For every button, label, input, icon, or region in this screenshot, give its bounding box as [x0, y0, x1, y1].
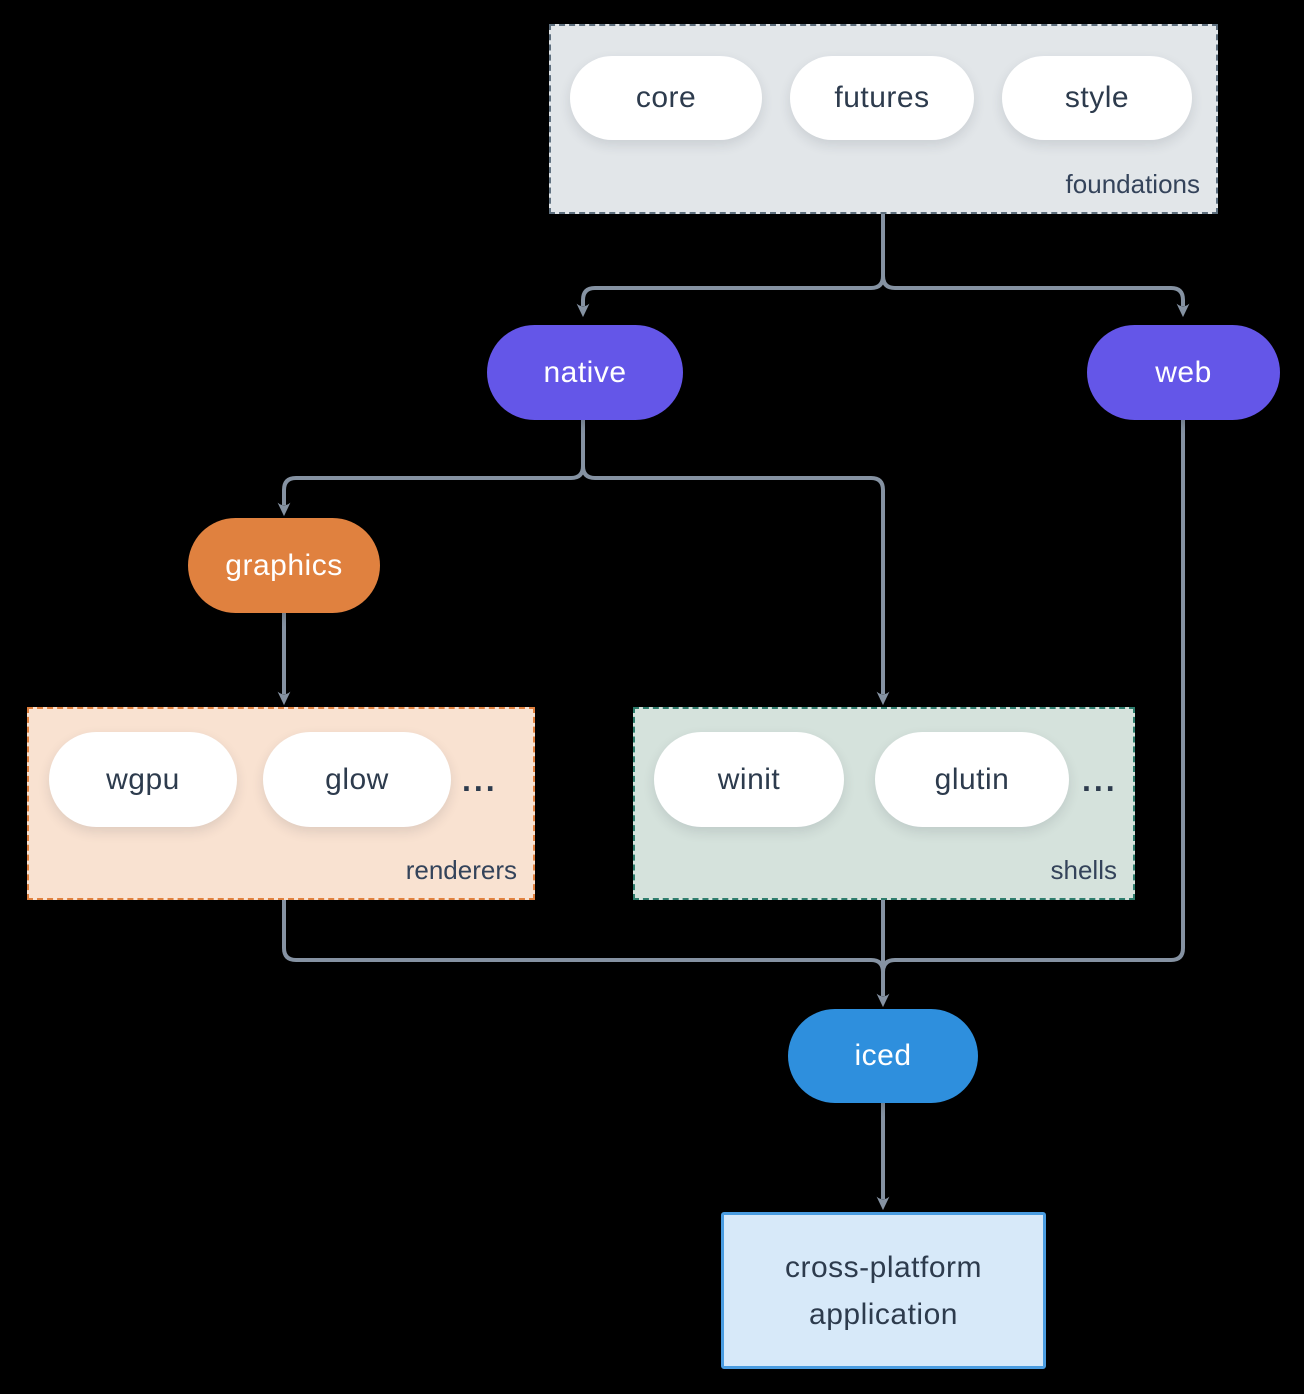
renderers-ellipsis: ...: [462, 762, 498, 798]
node-cross-platform-application: cross-platform application: [721, 1212, 1046, 1369]
edge-foundations-web: [881, 214, 1190, 318]
node-native: native: [487, 325, 683, 420]
node-style: style: [1002, 56, 1192, 140]
node-wgpu: wgpu: [49, 732, 237, 827]
edge-native-graphics: [277, 420, 585, 517]
node-graphics: graphics: [188, 518, 380, 613]
shells-ellipsis: ...: [1082, 762, 1118, 798]
edge-foundations-native: [576, 214, 885, 318]
app-label-line2: application: [809, 1297, 958, 1331]
node-iced: iced: [788, 1009, 978, 1103]
renderers-label: renderers: [405, 855, 517, 885]
node-core: core: [570, 56, 762, 140]
node-glow: glow: [263, 732, 451, 827]
foundations-label: foundations: [1065, 169, 1200, 199]
app-label-line1: cross-platform: [784, 1250, 983, 1284]
edge-renderers-iced: [282, 900, 885, 973]
node-futures: futures: [790, 56, 974, 140]
shells-label: shells: [1050, 855, 1117, 885]
edge-native-shells: [581, 420, 890, 706]
node-web: web: [1087, 325, 1280, 420]
node-glutin: glutin: [875, 732, 1069, 827]
node-winit: winit: [654, 732, 844, 827]
